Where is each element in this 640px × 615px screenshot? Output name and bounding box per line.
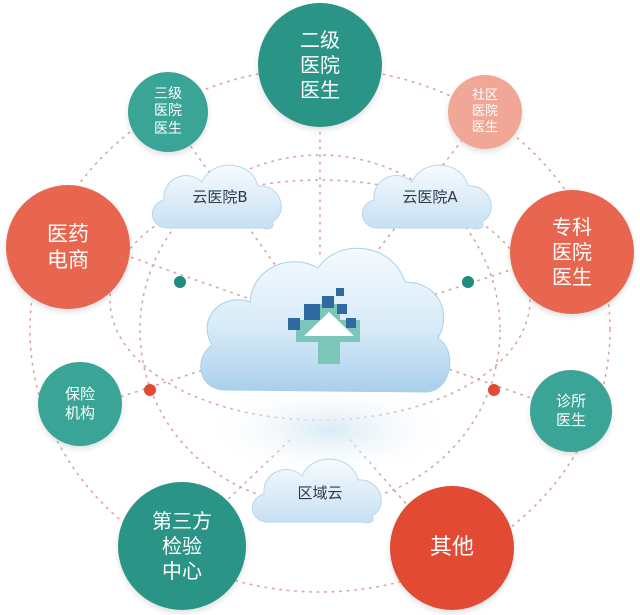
cloud-hospital-b-shape	[152, 164, 282, 230]
cloud-region-label: 区域云	[297, 484, 343, 502]
cloud-hospital-a-shape	[362, 164, 492, 230]
cloud-hospital-a-label: 云医院A	[402, 188, 458, 206]
accent-dot-red-left	[144, 384, 156, 396]
node-insurance-label: 保险 机构	[64, 385, 95, 422]
node-other-label: 其他	[429, 535, 474, 561]
node-third-party-lab: 第三方 检验 中心	[118, 482, 246, 610]
node-insurance-institution: 保险 机构	[38, 362, 122, 446]
accent-dot-teal-left	[174, 276, 186, 288]
node-community-hospital-label: 社区 医院 医生	[471, 87, 498, 136]
accent-dot-red-right	[488, 384, 500, 396]
node-specialist-hospital-doctor: 专科 医院 医生	[510, 190, 634, 314]
cloud-reflection	[200, 380, 460, 480]
node-tertiary-hospital-label: 三级 医院 医生	[154, 85, 182, 137]
node-secondary-hospital-doctor: 二级 医院 医生	[258, 3, 382, 127]
node-pharma-ecommerce-label: 医药 电商	[47, 221, 89, 272]
node-clinic-doctor: 诊所 医生	[530, 370, 612, 452]
node-secondary-hospital-label: 二级 医院 医生	[300, 27, 340, 102]
node-tertiary-hospital-doctor: 三级 医院 医生	[128, 72, 208, 152]
cloud-region-shape	[252, 458, 382, 524]
node-specialist-hospital-label: 专科 医院 医生	[552, 214, 592, 289]
node-third-party-lab-label: 第三方 检验 中心	[152, 508, 212, 583]
node-community-hospital-doctor: 社区 医院 医生	[448, 75, 522, 149]
node-pharma-ecommerce: 医药 电商	[6, 185, 130, 309]
cloud-hospital-b-label: 云医院B	[192, 188, 248, 206]
medical-cross-cloud-icon	[288, 288, 360, 364]
node-clinic-label: 诊所 医生	[555, 392, 586, 429]
node-other: 其他	[390, 486, 514, 610]
accent-dot-teal-right	[462, 276, 474, 288]
